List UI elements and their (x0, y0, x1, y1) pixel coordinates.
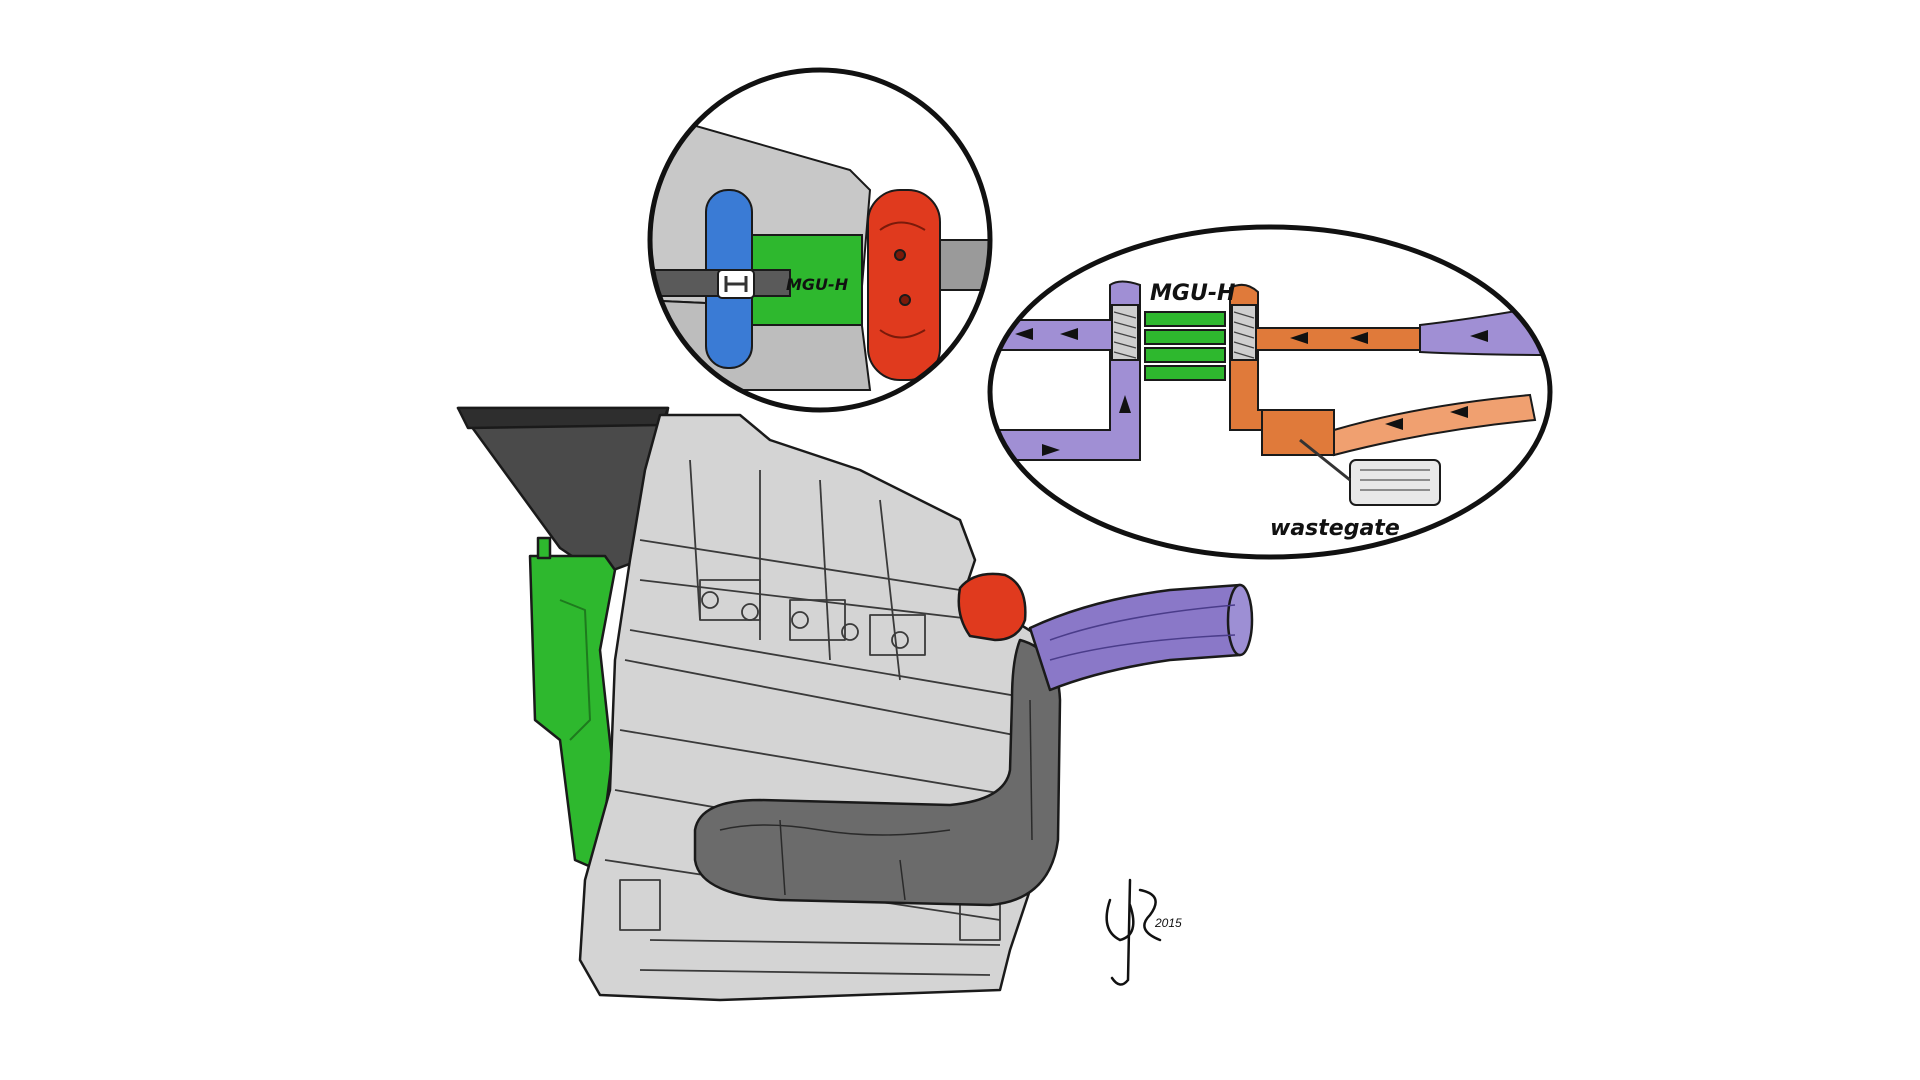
inset-left-mgu-label: MGU-H (786, 275, 849, 294)
turbine-housing (957, 572, 1027, 642)
wastegate-chamber (1261, 409, 1335, 456)
engine-block (578, 413, 1050, 1002)
signature-year: 2015 (1154, 916, 1182, 930)
wastegate-actuator (1349, 459, 1441, 506)
inset-turbo-detail: MGU-H (647, 67, 993, 413)
engine-assembly (456, 406, 1254, 1002)
exhaust-manifold (693, 638, 1062, 907)
wastegate-label: wastegate (1270, 516, 1400, 541)
artist-signature: 2015 (1105, 878, 1182, 986)
compressor-blades (1111, 304, 1139, 361)
inset-flow-schematic: MGU-H wastegate (987, 224, 1553, 560)
arrow-right-icon (1015, 328, 1488, 456)
intake-flow-path (990, 280, 1141, 461)
intake-pipe (1028, 583, 1247, 692)
turbine-wheel (867, 189, 941, 381)
inset-right-mgu-label: MGU-H (1150, 281, 1235, 306)
mgu-h-windings (1144, 311, 1226, 381)
